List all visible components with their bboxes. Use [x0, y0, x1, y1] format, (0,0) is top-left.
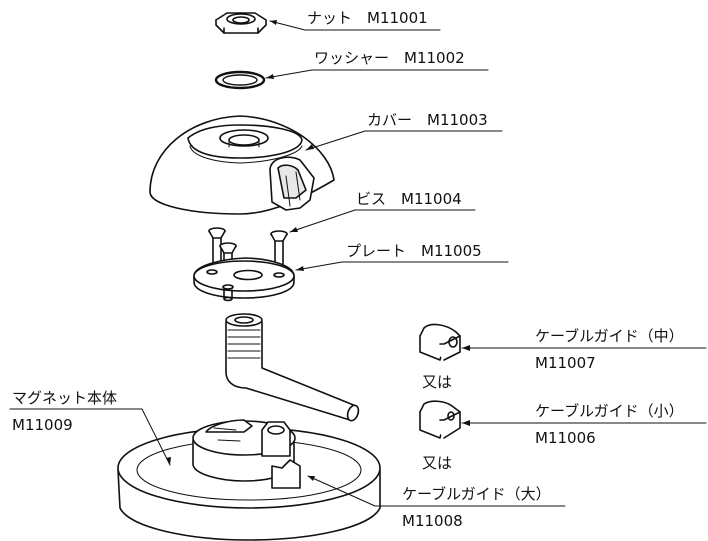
cable-guide-small-part [419, 400, 461, 439]
cable-guide-small-label: ケーブルガイド（小） [535, 402, 684, 420]
cover-part [149, 115, 335, 215]
or-label-1: 又は [422, 373, 453, 391]
screw-label: ビス M11004 [356, 190, 462, 208]
cable-guide-large-label: ケーブルガイド（大） [402, 485, 551, 503]
screw-parts [208, 227, 288, 291]
shaft-part [225, 313, 360, 422]
plate-label: プレート M11005 [346, 242, 482, 260]
cable-guide-medium-code: M11007 [535, 354, 596, 372]
cable-guide-medium-label: ケーブルガイド（中） [535, 327, 684, 345]
nut-part [215, 12, 267, 34]
magnet-base-part [117, 419, 381, 541]
leader-lines [9, 20, 707, 507]
washer-part [214, 70, 266, 90]
cable-guide-medium-part [419, 323, 461, 361]
magnet-body-code: M11009 [12, 416, 73, 434]
cable-guide-small-code: M11006 [535, 429, 596, 447]
leader-arrowheads [166, 20, 470, 481]
cable-guide-large-code: M11008 [402, 512, 463, 530]
cover-label: カバー M11003 [367, 111, 488, 129]
nut-label: ナット M11001 [307, 9, 428, 27]
washer-label: ワッシャー M11002 [314, 49, 465, 67]
or-label-2: 又は [422, 454, 453, 472]
magnet-body-label: マグネット本体 [12, 389, 118, 407]
plate-part [193, 257, 295, 302]
